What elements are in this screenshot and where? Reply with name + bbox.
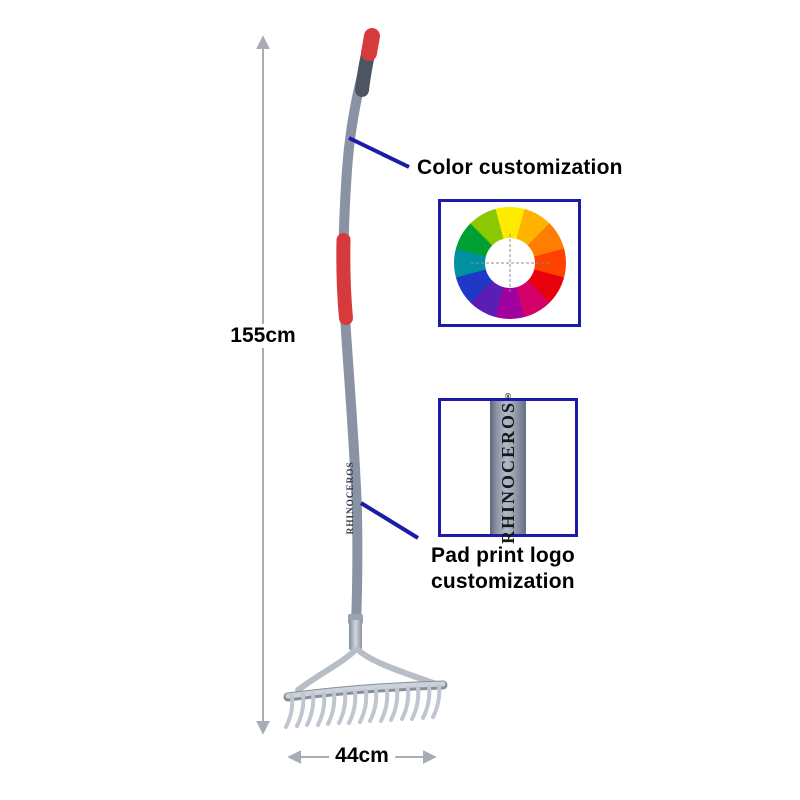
brand-logo-word: RHINOCEROS [497,400,518,545]
width-label: 44cm [329,744,395,768]
handle-closeup: RHINOCEROS® [490,391,526,544]
brand-logo-text: RHINOCEROS® [498,391,519,544]
registered-trademark-mark: ® [502,390,513,401]
pointer-line-pad-print [359,501,420,540]
pointer-line-color-customization [348,136,410,169]
logo-print-box: RHINOCEROS® [438,391,578,544]
ferrule [349,620,362,650]
color-wheel [453,207,566,319]
color-wheel-box [438,199,581,327]
color-customization-label: Color customization [417,156,623,179]
rake-head [283,647,448,729]
handle-middle-grip [336,233,353,325]
pad-print-label-line1: Pad print logo [431,544,575,567]
rake-handle [338,39,375,631]
crosshair-vertical-line [509,234,510,292]
height-label: 155cm [224,324,302,348]
pad-print-label-line2: customization [431,569,575,593]
handle-tip-cap [361,28,380,61]
rake-tines [284,684,442,729]
pad-print-label: Pad print logo customization [431,543,575,594]
shaft-logo-text: RHINOCEROS [346,462,356,535]
